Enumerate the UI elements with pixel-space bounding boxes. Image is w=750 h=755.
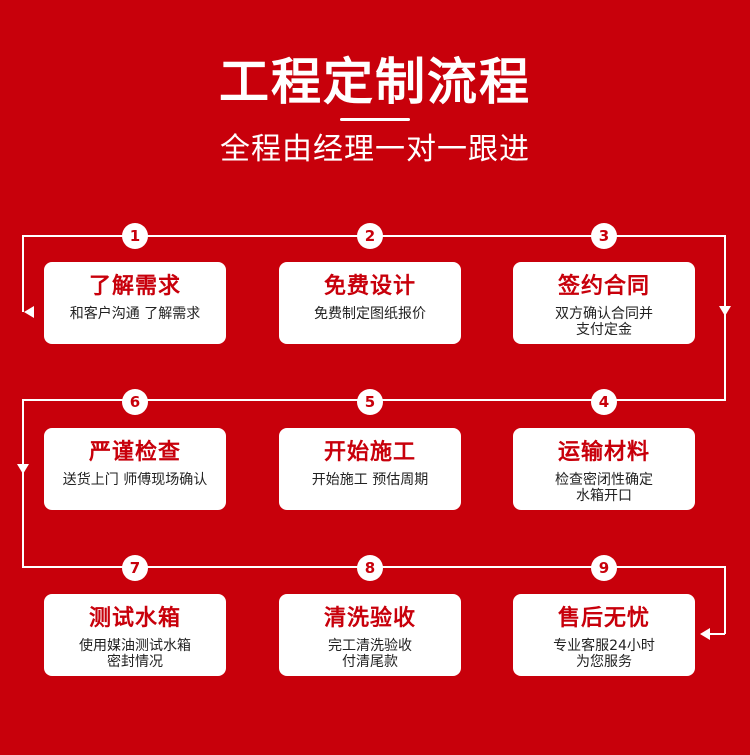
step-number-badge-9: 9 — [591, 555, 617, 581]
step-title: 开始施工 — [323, 440, 416, 465]
step-number-badge-3: 3 — [591, 223, 617, 249]
step-desc: 专业客服24小时为您服务 — [553, 638, 655, 670]
step-desc: 送货上门 师傅现场确认 — [62, 472, 208, 488]
step-card-6: 严谨检查 送货上门 师傅现场确认 — [44, 428, 226, 510]
step-card-5: 开始施工 开始施工 预估周期 — [279, 428, 461, 510]
step-title: 运输材料 — [557, 440, 650, 465]
step-desc: 完工清洗验收付清尾款 — [328, 638, 412, 670]
step-title: 免费设计 — [323, 274, 416, 299]
arrow-left-icon — [24, 306, 34, 318]
step-card-1: 了解需求 和客户沟通 了解需求 — [44, 262, 226, 344]
step-card-3: 签约合同 双方确认合同并支付定金 — [513, 262, 695, 344]
step-desc: 免费制定图纸报价 — [314, 306, 426, 322]
step-desc: 和客户沟通 了解需求 — [69, 306, 201, 322]
step-title: 清洗验收 — [323, 606, 416, 631]
arrow-down-icon — [17, 464, 29, 474]
step-title: 严谨检查 — [88, 440, 181, 465]
title-divider — [340, 118, 410, 121]
arrow-left-icon — [700, 628, 710, 640]
step-number-badge-7: 7 — [122, 555, 148, 581]
step-desc: 使用媒油测试水箱密封情况 — [79, 638, 191, 670]
step-card-9: 售后无忧 专业客服24小时为您服务 — [513, 594, 695, 676]
step-number-badge-6: 6 — [122, 389, 148, 415]
step-desc: 检查密闭性确定水箱开口 — [555, 472, 653, 504]
step-card-4: 运输材料 检查密闭性确定水箱开口 — [513, 428, 695, 510]
step-number-badge-1: 1 — [122, 223, 148, 249]
step-card-8: 清洗验收 完工清洗验收付清尾款 — [279, 594, 461, 676]
step-card-7: 测试水箱 使用媒油测试水箱密封情况 — [44, 594, 226, 676]
step-card-2: 免费设计 免费制定图纸报价 — [279, 262, 461, 344]
arrow-down-icon — [719, 306, 731, 316]
step-title: 签约合同 — [557, 274, 650, 299]
step-desc: 双方确认合同并支付定金 — [555, 306, 653, 338]
page-subtitle: 全程由经理一对一跟进 — [220, 132, 530, 167]
page-title: 工程定制流程 — [219, 53, 531, 111]
step-number-badge-4: 4 — [591, 389, 617, 415]
step-number-badge-8: 8 — [357, 555, 383, 581]
step-title: 测试水箱 — [88, 606, 181, 631]
step-number-badge-2: 2 — [357, 223, 383, 249]
step-desc: 开始施工 预估周期 — [311, 472, 429, 488]
step-title: 了解需求 — [88, 274, 181, 299]
step-title: 售后无忧 — [557, 606, 650, 631]
step-number-badge-5: 5 — [357, 389, 383, 415]
